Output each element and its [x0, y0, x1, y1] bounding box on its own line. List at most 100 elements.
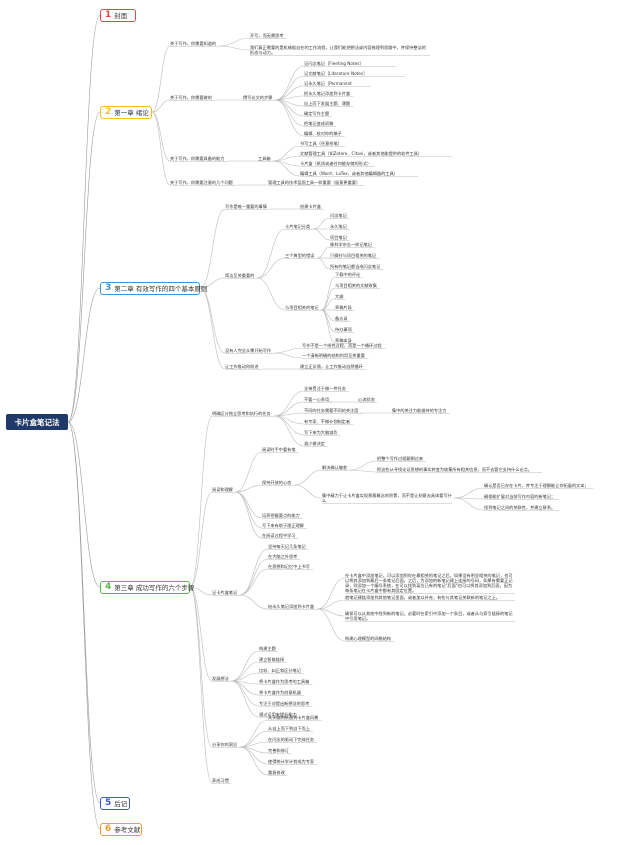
leaf-node[interactable]: 写下来有助于理正理解 [262, 523, 304, 528]
leaf-node[interactable]: 把永久笔记添加到卡片盒 [304, 91, 351, 96]
leaf-node[interactable]: 全神贯注于做一件任务 [304, 386, 346, 391]
leaf-node[interactable]: 在闪念的驱动下完成任务 [268, 737, 315, 742]
branch-node[interactable]: 简洁至关重要的 [225, 273, 255, 278]
leaf-node[interactable]: 把笔记变成初稿 [304, 121, 334, 126]
branch-node[interactable]: 养成习惯 [212, 778, 229, 783]
leaf-node[interactable]: 构建主题 [259, 646, 276, 651]
branch-node[interactable]: 关于写作，你需要知道的 [170, 41, 217, 46]
branch-node[interactable]: 发展想法 [212, 676, 229, 681]
leaf-node[interactable]: 草稿片段 [335, 305, 352, 310]
leaf-node[interactable]: 像科学杂志一样记笔记 [330, 242, 372, 247]
leaf-node[interactable]: 重复修改 [268, 770, 285, 775]
leaf-node[interactable]: 在大脑之外思考 [268, 554, 298, 559]
leaf-node[interactable]: 一个清晰明确的结构利用至关重要 [302, 353, 365, 358]
leaf-node[interactable]: 大纲 [335, 294, 344, 299]
branch-node[interactable]: 让工作推动你前进 [225, 364, 259, 369]
leaf-node[interactable]: 我们真正需要的是机械般自在的工作流程，让我们能把想法或内容梳理到思路中，并保持整… [250, 45, 426, 55]
leaf-node[interactable]: 在阅读过程中学习 [262, 533, 296, 538]
leaf-node[interactable]: 保持开放的心态 [262, 480, 292, 485]
leaf-node[interactable]: 写下来为大脑减负 [304, 430, 338, 435]
leaf-node[interactable]: 通过运用来提升能力 [259, 712, 297, 717]
group-node[interactable]: 三个典型的错误 [285, 253, 315, 258]
leaf-node[interactable]: 使得统计学计划成为专家 [268, 759, 315, 764]
leaf-node[interactable]: 找到笔记之间的关联性，并建立联系。 [484, 505, 556, 510]
leaf-node[interactable]: 减少做决定 [304, 441, 325, 446]
branch-node[interactable]: 关于写作，你需要做的 [170, 95, 212, 100]
leaf-node[interactable]: 建立智能链接 [259, 657, 285, 662]
leaf-node[interactable]: 专注于对提出新想法的思考 [259, 701, 310, 706]
leaf-node[interactable]: 编辑、校对你的稿子 [304, 131, 342, 136]
leaf-node[interactable]: 从自上而下到自下而上 [268, 726, 310, 731]
branch-node[interactable]: 记卡片盒笔记 [212, 590, 238, 595]
leaf-node[interactable]: 将卡片盒作为思考的工具箱 [259, 679, 310, 684]
chapter-label: 第三章 成功写作的六个步骤 [114, 584, 195, 592]
group-node[interactable]: 解决确认偏差 [322, 465, 348, 470]
leaf-node[interactable]: 编辑工具（Word、LaTex，或者其他编辑器的工具） [300, 171, 398, 176]
leaf-node[interactable]: 永久笔记 [330, 224, 347, 229]
leaf-node[interactable]: 有专家、不做计划制定者 [304, 419, 351, 424]
leaf-node[interactable]: 待办事项 [335, 327, 352, 332]
leaf-node[interactable]: 培养把握要点的能力 [262, 513, 300, 518]
leaf-node[interactable]: 构建心理模型的网格结构 [345, 636, 392, 641]
leaf-node[interactable]: 写作不是一个线性过程，而是一个循环过程 [302, 343, 382, 348]
sub-node[interactable]: 心流状态 [358, 397, 375, 402]
leaf-node[interactable]: 坚持每天记几条笔记 [268, 544, 306, 549]
branch-node[interactable]: 写作是唯一重要的事情 [225, 204, 267, 209]
leaf-node[interactable]: 管理工具的技术层面工具一样重要（留意更重要） [268, 180, 361, 185]
leaf-node[interactable]: 文献管理工具（如Zotero、Citavi，或者其他能提供的软件工具） [300, 151, 423, 156]
leaf-node[interactable]: 把整个写作过程颠倒过来 [377, 456, 424, 461]
leaf-node[interactable]: 创建卡片盒 [300, 204, 321, 209]
leaf-node[interactable]: 记永久笔记［Permanent [304, 81, 352, 86]
leaf-node[interactable]: 项目笔记 [330, 235, 347, 240]
leaf-node[interactable]: 确保可以从其他中找到新的笔记，必要时在索引中添加一个条目，或者从与索引链接的笔记… [345, 611, 513, 621]
leaf-node[interactable]: 不要一心多用 [304, 397, 330, 402]
leaf-node[interactable]: 记闪念笔记［Fleeting Notes］ [304, 61, 364, 66]
leaf-node[interactable]: 在思想和记忆中上书写 [268, 564, 310, 569]
leaf-node[interactable]: 开写，而无需思考 [250, 33, 284, 38]
leaf-node[interactable]: 所有的笔记都当成闪念笔记 [330, 264, 381, 269]
leaf-node[interactable]: 完善和修订 [268, 748, 289, 753]
leaf-node[interactable]: 自上而下发展主题、课题 [304, 101, 351, 106]
sub-node[interactable]: 撰写论文的步骤 [243, 95, 273, 100]
leaf-node[interactable]: 阅读时手中要有笔 [262, 447, 296, 452]
leaf-node[interactable]: 闪念笔记 [330, 213, 347, 218]
leaf-node[interactable]: 备忘录 [335, 316, 348, 321]
leaf-node[interactable]: 把这些从寻找论证思想的事实转变为收集所有相关信息，而不去管它支持什么论点。 [377, 467, 532, 472]
sub-node[interactable]: 工具箱 [258, 156, 271, 161]
leaf-node[interactable]: 草稿本身 [335, 338, 352, 343]
root-node[interactable]: 卡片盒笔记法 [6, 414, 68, 430]
branch-node[interactable]: 关于写作，你需要具备的能力 [170, 156, 225, 161]
group-node[interactable]: 与项目相关的笔记 [285, 305, 319, 310]
branch-node[interactable]: 分享你的洞见 [212, 742, 238, 747]
branch-node[interactable]: 阅读和理解 [212, 487, 233, 492]
leaf-node[interactable]: 比较、纠正和区分笔记 [259, 668, 301, 673]
leaf-node[interactable]: 从头脑到纸面到卡片盒风暴 [268, 715, 319, 720]
branch-node[interactable]: 明确区分独立思考和执行的任务 [212, 411, 271, 416]
group-node[interactable]: 卡片笔记分类 [285, 224, 311, 229]
leaf-node[interactable]: 就笔记建链添加到其他笔记里面，或者加以补充，有些与其笔记关联新的笔记之上。 [345, 595, 500, 600]
sub-node[interactable]: 集中的关注力能维持的专注力 [392, 408, 447, 413]
group-node[interactable]: 给永久笔记添加到卡片盒 [268, 604, 315, 609]
branch-node[interactable]: 关于写作，你需要注意的几个问题 [170, 180, 233, 185]
leaf-node[interactable]: 记文献笔记［Literature Notes］ [304, 71, 368, 76]
leaf-node[interactable]: 不同的任务需要不同的关注度 [304, 408, 359, 413]
leaf-node[interactable]: 将卡片盒作为创意机器 [259, 690, 301, 695]
leaf-node[interactable]: 确认是否已存在卡片，并专注于理解能让你拓展的文本； [484, 483, 589, 488]
leaf-node[interactable]: 书写工具（任意纸笔） [300, 141, 342, 146]
leaf-node[interactable]: 确保能扩展对当前写作内容的新笔记； [484, 494, 556, 499]
leaf-node[interactable]: 在卡片盒中添加笔记，可以添加到你在最相关的笔记之后，如果没有明显相关的笔记，也可… [345, 573, 513, 593]
group-node[interactable]: 集中精力于让卡片盒实现那簇概念的积累，而不是让刻意去具体要写什么 [322, 493, 452, 503]
branch-node[interactable]: 没有人完全从零开始写作 [225, 348, 272, 353]
leaf-node[interactable]: 只摘抄与项目相关的笔记 [330, 253, 377, 258]
leaf-node[interactable]: 确定写作主题 [304, 111, 330, 116]
leaf-node[interactable]: 下载中的评论 [335, 272, 361, 277]
leaf-node[interactable]: 建立正反馈，让工作推动自然循环 [300, 364, 363, 369]
leaf-node[interactable]: 与项目相关的文献收集 [335, 283, 377, 288]
leaf-node[interactable]: 卡片盒（纸质或者任何能存储的形式） [300, 161, 372, 166]
